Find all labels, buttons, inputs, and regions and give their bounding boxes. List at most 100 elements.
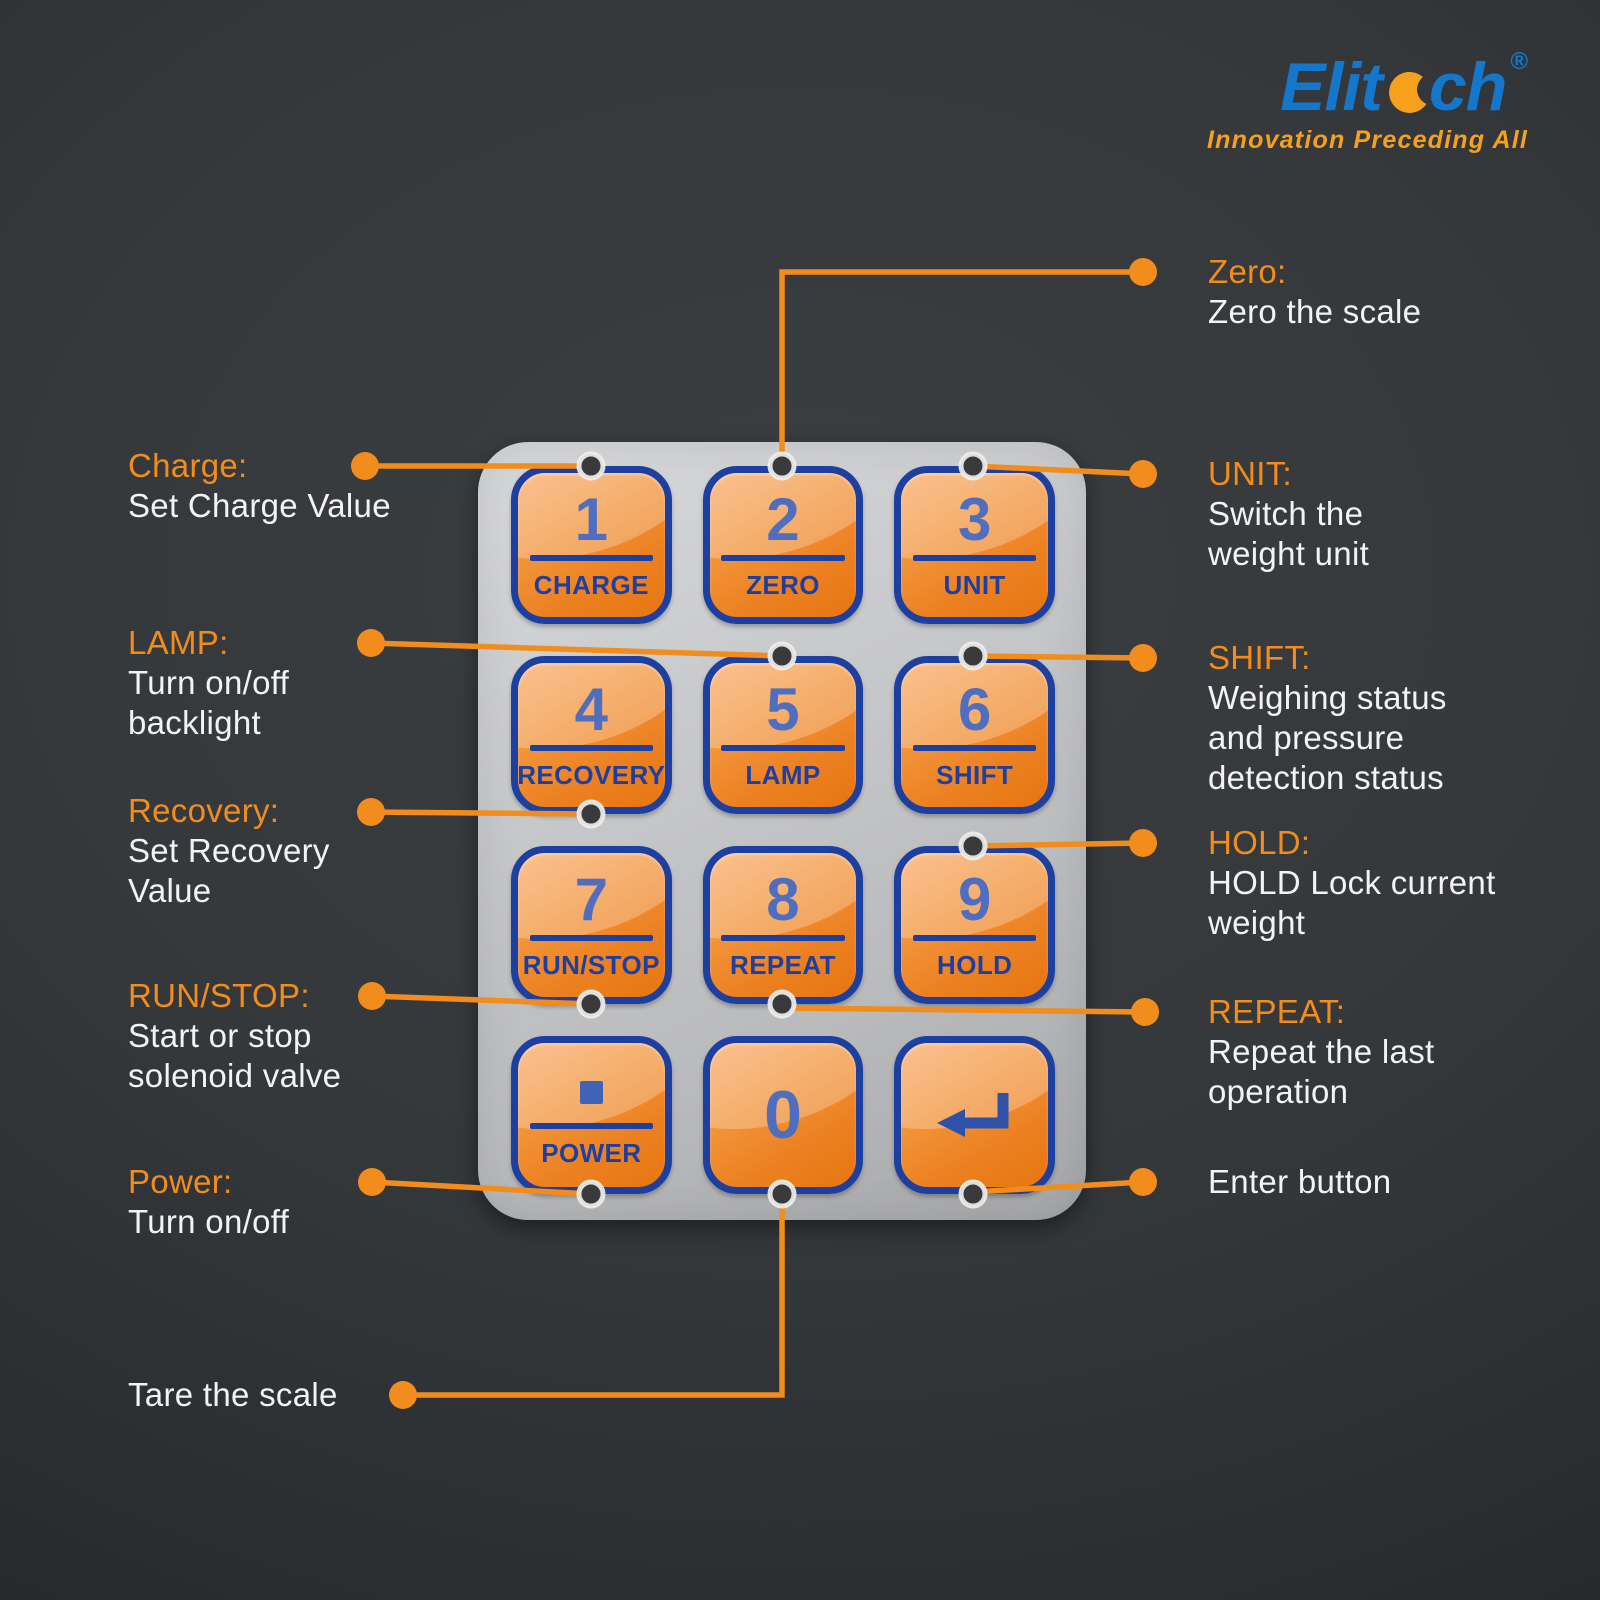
key-label: REPEAT: [730, 949, 836, 980]
annotation-desc-line: solenoid valve: [128, 1057, 342, 1094]
key-number: 4: [574, 675, 609, 743]
key-divider: [913, 554, 1037, 561]
key-divider: [529, 744, 653, 751]
annotation-dot-power: [358, 1168, 386, 1196]
annotation-hold: HOLD: HOLD Lock current weight: [1208, 823, 1496, 943]
key-divider: [721, 934, 845, 941]
annotation-desc-line: Start or stop: [128, 1017, 312, 1054]
annotation-desc-line: Switch the: [1208, 495, 1364, 532]
annotation-desc-line: and pressure: [1208, 719, 1405, 756]
key-2-zero[interactable]: 2 ZERO: [702, 466, 864, 624]
key-4-recovery[interactable]: 4 RECOVERY: [511, 656, 672, 814]
key-number: 0: [764, 1077, 802, 1153]
key-label: RUN/STOP: [522, 949, 660, 980]
key-8-repeat[interactable]: 8 REPEAT: [702, 846, 864, 1004]
key-label: UNIT: [943, 569, 1006, 600]
annotation-dot-tare: [389, 1381, 417, 1409]
brand-tagline: Innovation Preceding All: [1207, 126, 1528, 154]
stop-square-icon: [579, 1080, 603, 1104]
annotation-desc-line: weight unit: [1208, 535, 1370, 572]
annotation-title: Zero:: [1208, 253, 1287, 290]
key-label: POWER: [541, 1137, 642, 1168]
annotation-desc-line: Repeat the last: [1208, 1033, 1435, 1070]
key-9-hold[interactable]: 9 HOLD: [894, 846, 1055, 1004]
keypad-panel: 1 CHARGE 2 ZERO 3 UNIT 4 RECOVERY 5 LAMP…: [478, 442, 1086, 1220]
annotation-desc-line: Set Recovery: [128, 832, 330, 869]
key-number: 6: [957, 675, 992, 743]
annotation-desc-line: Set Charge Value: [128, 487, 391, 524]
key-label: SHIFT: [936, 759, 1014, 790]
key-enter[interactable]: [894, 1036, 1055, 1194]
key-number: 9: [957, 865, 992, 933]
key-number: 1: [574, 485, 609, 553]
annotation-unit: UNIT: Switch the weight unit: [1208, 454, 1369, 574]
key-number: 3: [957, 485, 992, 553]
annotation-desc-line: Value: [128, 872, 212, 909]
key-divider: [721, 744, 845, 751]
annotation-desc-line: backlight: [128, 704, 261, 741]
enter-arrow-icon: [936, 1093, 1009, 1137]
annotation-tare: Tare the scale: [128, 1375, 338, 1415]
key-divider: [529, 554, 653, 561]
annotation-charge: Charge: Set Charge Value: [128, 446, 391, 526]
key-number: 5: [766, 675, 800, 743]
key-7-run-stop[interactable]: 7 RUN/STOP: [511, 846, 672, 1004]
annotation-title: HOLD:: [1208, 824, 1311, 861]
key-label: CHARGE: [533, 569, 649, 600]
annotation-desc-line: weight: [1208, 904, 1306, 941]
key-number: 2: [766, 485, 800, 553]
annotation-desc-line: detection status: [1208, 759, 1444, 796]
annotation-desc-line: operation: [1208, 1073, 1349, 1110]
brand-prefix: Elit: [1280, 49, 1383, 125]
annotation-desc-line: Weighing status: [1208, 679, 1447, 716]
connector-zero-line: [779, 269, 1143, 466]
annotation-desc-line: HOLD Lock current: [1208, 864, 1496, 901]
key-6-shift[interactable]: 6 SHIFT: [894, 656, 1055, 814]
annotation-title: UNIT:: [1208, 455, 1292, 492]
annotation-title: Recovery:: [128, 792, 280, 829]
key-label: ZERO: [746, 569, 820, 600]
annotation-dot-shift: [1129, 644, 1157, 672]
annotation-dot-recovery: [357, 798, 385, 826]
annotation-recovery: Recovery: Set Recovery Value: [128, 791, 330, 911]
annotation-desc-line: Zero the scale: [1208, 293, 1422, 330]
swoosh-icon: [1380, 70, 1428, 118]
annotation-enter: Enter button: [1208, 1162, 1391, 1202]
connector-tare-line: [403, 1194, 785, 1398]
annotation-shift: SHIFT: Weighing status and pressure dete…: [1208, 638, 1447, 798]
annotation-title: RUN/STOP:: [128, 977, 310, 1014]
annotation-dot-hold: [1129, 829, 1157, 857]
key-3-unit[interactable]: 3 UNIT: [894, 466, 1055, 624]
key-power[interactable]: POWER: [511, 1036, 672, 1194]
elitech-logo: Elit ch ® Innovation Preceding All: [1207, 48, 1528, 155]
annotation-dot-lamp: [357, 629, 385, 657]
key-number: 8: [766, 865, 800, 933]
key-divider: [721, 554, 845, 561]
key-divider: [529, 1122, 653, 1129]
annotation-dot-repeat: [1131, 998, 1159, 1026]
key-0[interactable]: 0: [702, 1036, 864, 1194]
key-label: RECOVERY: [517, 759, 666, 790]
annotation-title: REPEAT:: [1208, 993, 1346, 1030]
key-number: 7: [574, 865, 609, 933]
key-label: LAMP: [745, 759, 821, 790]
annotation-dot-zero: [1129, 258, 1157, 286]
annotation-title: LAMP:: [128, 624, 229, 661]
annotation-title: Power:: [128, 1163, 233, 1200]
annotation-dot-enter: [1129, 1168, 1157, 1196]
annotation-lamp: LAMP: Turn on/off backlight: [128, 623, 289, 743]
annotation-dot-unit: [1129, 460, 1157, 488]
registered-mark: ®: [1510, 48, 1528, 75]
key-1-charge[interactable]: 1 CHARGE: [511, 466, 672, 624]
brand-wordmark: Elit ch ®: [1207, 48, 1528, 125]
key-divider: [913, 934, 1037, 941]
key-divider: [529, 934, 653, 941]
annotation-desc-line: Enter button: [1208, 1163, 1392, 1200]
annotation-title: SHIFT:: [1208, 639, 1311, 676]
annotation-desc-line: Turn on/off: [128, 664, 290, 701]
annotation-run-stop: RUN/STOP: Start or stop solenoid valve: [128, 976, 341, 1096]
annotation-power: Power: Turn on/off: [128, 1162, 289, 1242]
key-5-lamp[interactable]: 5 LAMP: [702, 656, 864, 814]
annotation-desc-line: Tare the scale: [128, 1376, 338, 1413]
